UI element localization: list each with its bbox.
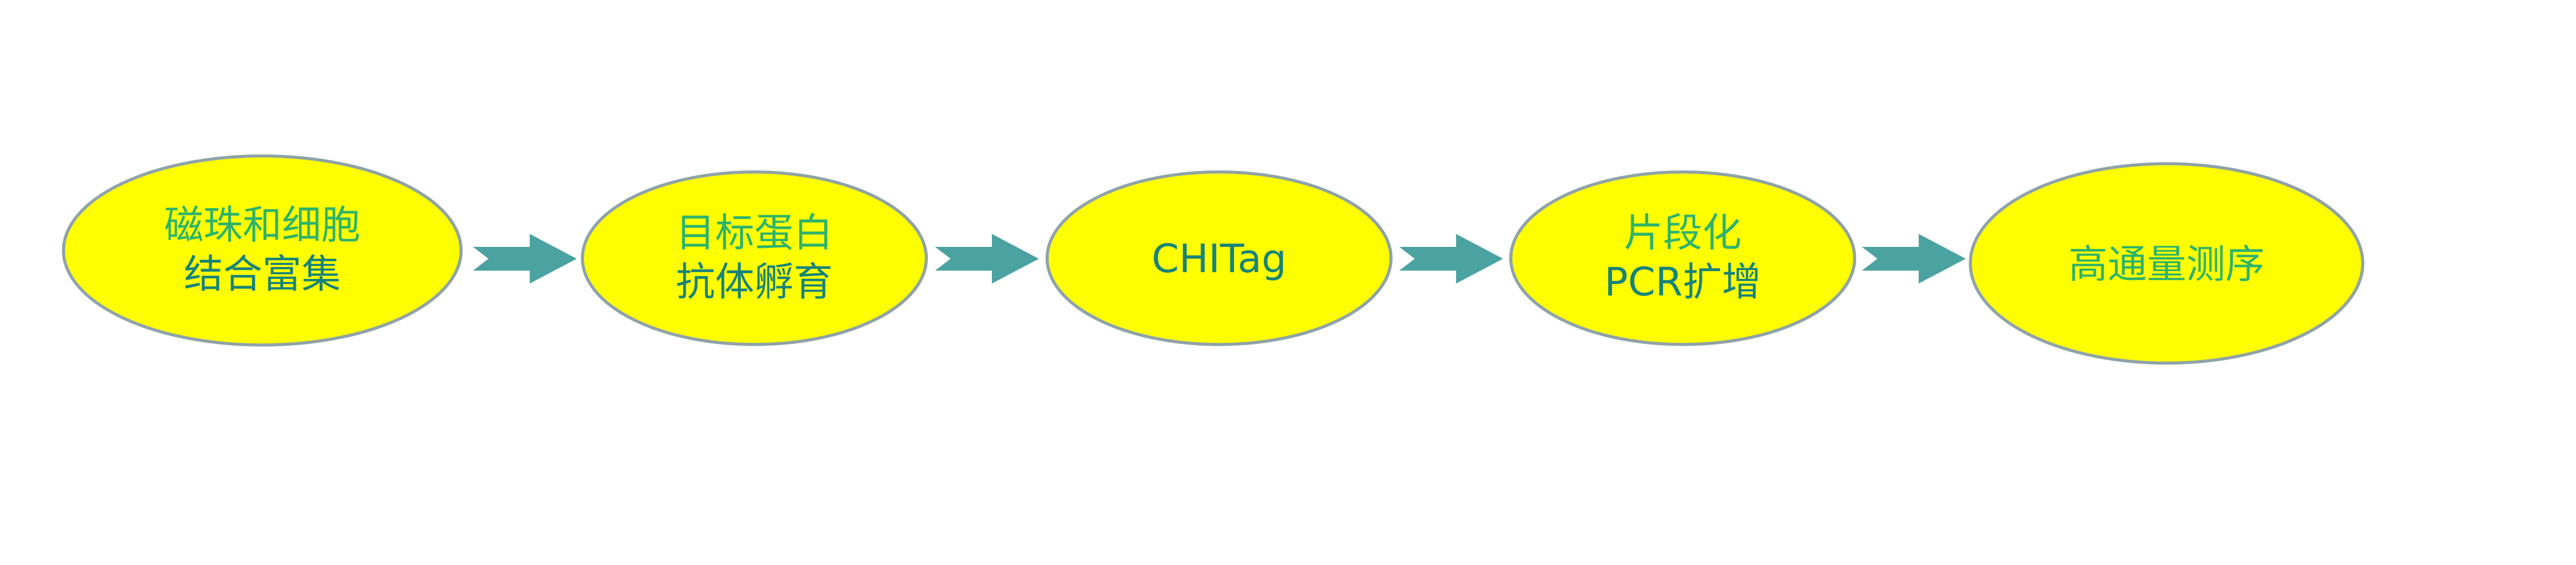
step-1-label-line-2: 结合富集 (184, 251, 341, 297)
step-1-ellipse (62, 154, 463, 347)
step-2-label-line-2: 抗体孵育 (676, 259, 833, 305)
step-3-label: CHITag (1151, 236, 1286, 281)
step-4-label-line-1: 片段化 (1624, 210, 1742, 256)
step-2-node: 目标蛋白 抗体孵育 (581, 170, 928, 346)
step-3-ellipse (1046, 170, 1393, 346)
step-5-ellipse (1969, 162, 2364, 365)
step-4-label-line-2: PCR扩增 (1604, 259, 1761, 305)
step-3-node: CHITag (1046, 170, 1393, 346)
right-arrow-icon (1399, 234, 1503, 284)
right-arrow-icon (473, 234, 577, 284)
step-5-node: 高通量测序 (1969, 162, 2364, 365)
step-4-node: 片段化 PCR扩增 (1509, 170, 1856, 346)
step-1-node: 磁珠和细胞 结合富集 (62, 154, 463, 347)
step-2-ellipse (581, 170, 928, 346)
right-arrow-icon (935, 234, 1039, 284)
step-5-label: 高通量测序 (2068, 241, 2265, 287)
step-1-label-line-1: 磁珠和细胞 (164, 202, 360, 248)
step-4-ellipse (1509, 170, 1856, 346)
right-arrow-icon (1862, 234, 1966, 284)
step-2-label-line-1: 目标蛋白 (676, 210, 833, 256)
